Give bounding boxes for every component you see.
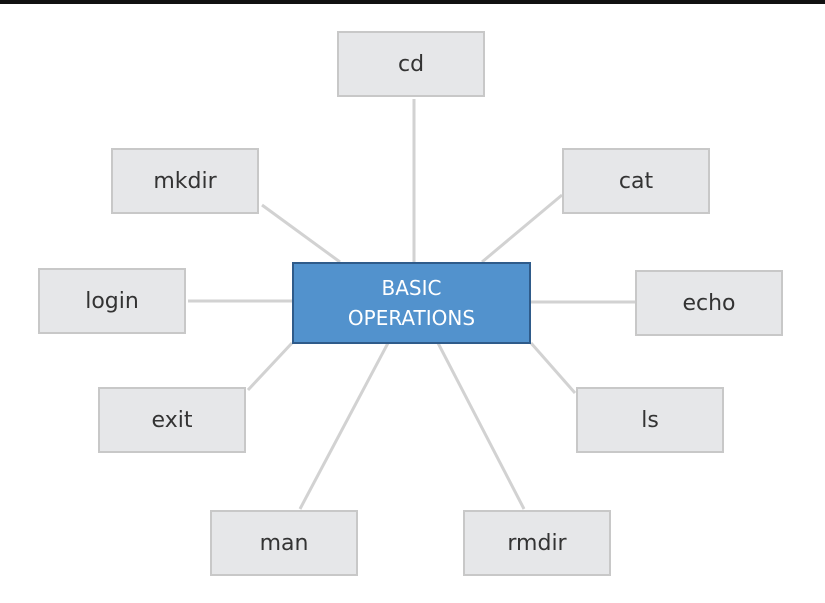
- connector-exit: [246, 341, 294, 392]
- node-exit: exit: [98, 387, 246, 453]
- connector-cat: [481, 193, 563, 264]
- node-login: login: [38, 268, 186, 334]
- node-cd: cd: [337, 31, 485, 97]
- central-node-line2: OPERATIONS: [347, 306, 476, 330]
- node-ls: ls: [576, 387, 724, 453]
- node-mkdir: mkdir: [111, 148, 259, 214]
- node-rmdir: rmdir: [463, 510, 611, 576]
- connector-man: [298, 342, 390, 510]
- node-man: man: [210, 510, 358, 576]
- node-echo: echo: [635, 270, 783, 336]
- connector-ls: [529, 342, 577, 394]
- top-border: [0, 0, 825, 4]
- connector-rmdir: [436, 342, 526, 510]
- central-node: BASIC OPERATIONS: [292, 262, 531, 344]
- node-cat: cat: [562, 148, 710, 214]
- connector-mkdir: [261, 203, 341, 264]
- central-node-line1: BASIC: [381, 276, 442, 300]
